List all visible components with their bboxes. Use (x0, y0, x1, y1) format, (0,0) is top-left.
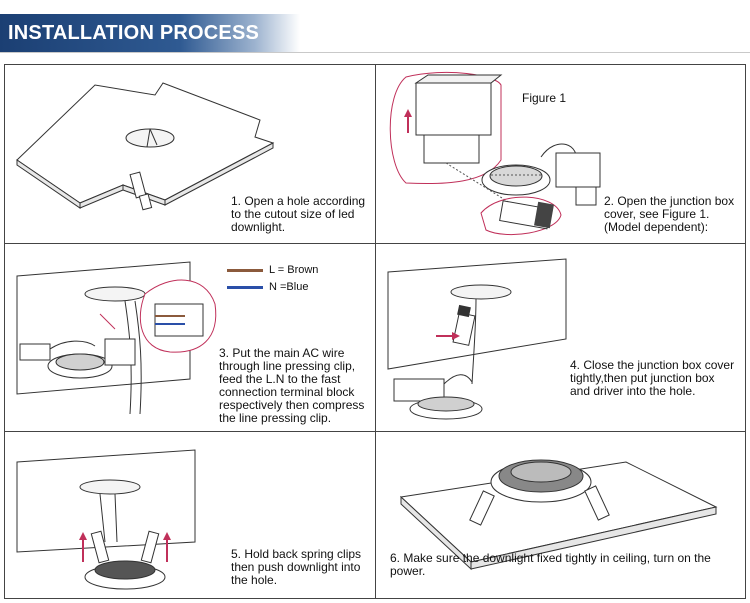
page-title: INSTALLATION PROCESS (8, 22, 260, 44)
fixed-downlight-illustration (399, 459, 718, 571)
step-4-panel: 4. Close the junction box cover tightly,… (376, 244, 746, 431)
step-5-text: 5. Hold back spring clips then push down… (231, 547, 362, 587)
blue-wire-swatch (227, 285, 263, 289)
step-4-text: 4. Close the junction box cover tightly,… (570, 358, 735, 398)
step-6-text: 6. Make sure the downlight fixed tightly… (390, 551, 711, 578)
figure-label: Figure 1 (522, 91, 567, 105)
step-6-panel: 6. Make sure the downlight fixed tightly… (376, 432, 746, 598)
ceiling-hole-illustration (16, 82, 275, 211)
grid-divider-vertical (375, 65, 376, 598)
legend-live-label: L = Brown (269, 264, 319, 276)
step-1-text: 1. Open a hole according to the cutout s… (231, 194, 366, 234)
grid-divider-row2 (5, 431, 745, 432)
legend-live: L = Brown (227, 264, 318, 276)
close-box-illustration (387, 258, 567, 420)
header-divider (0, 52, 750, 53)
instruction-grid: 1. Open a hole according to the cutout s… (4, 64, 746, 599)
step-2-panel: Figure 1 2. Open the junction box cover,… (376, 65, 746, 243)
brown-wire-swatch (227, 268, 263, 272)
insert-downlight-illustration (16, 449, 196, 590)
step-5-panel: 5. Hold back spring clips then push down… (5, 432, 375, 598)
step-3-text: 3. Put the main AC wire through line pre… (219, 346, 365, 425)
wiring-illustration (16, 261, 217, 415)
legend-neutral-label: N =Blue (269, 281, 309, 293)
legend-neutral: N =Blue (227, 281, 308, 293)
grid-divider-row1 (5, 243, 745, 244)
header-banner: INSTALLATION PROCESS (0, 14, 300, 52)
junction-box-illustration (389, 71, 601, 236)
hole-saw-icon (129, 171, 153, 211)
step-2-text: 2. Open the junction box cover, see Figu… (604, 194, 735, 234)
step-1-panel: 1. Open a hole according to the cutout s… (5, 65, 375, 243)
step-3-panel: L = Brown N =Blue 3. Put the main AC wir… (5, 244, 375, 431)
